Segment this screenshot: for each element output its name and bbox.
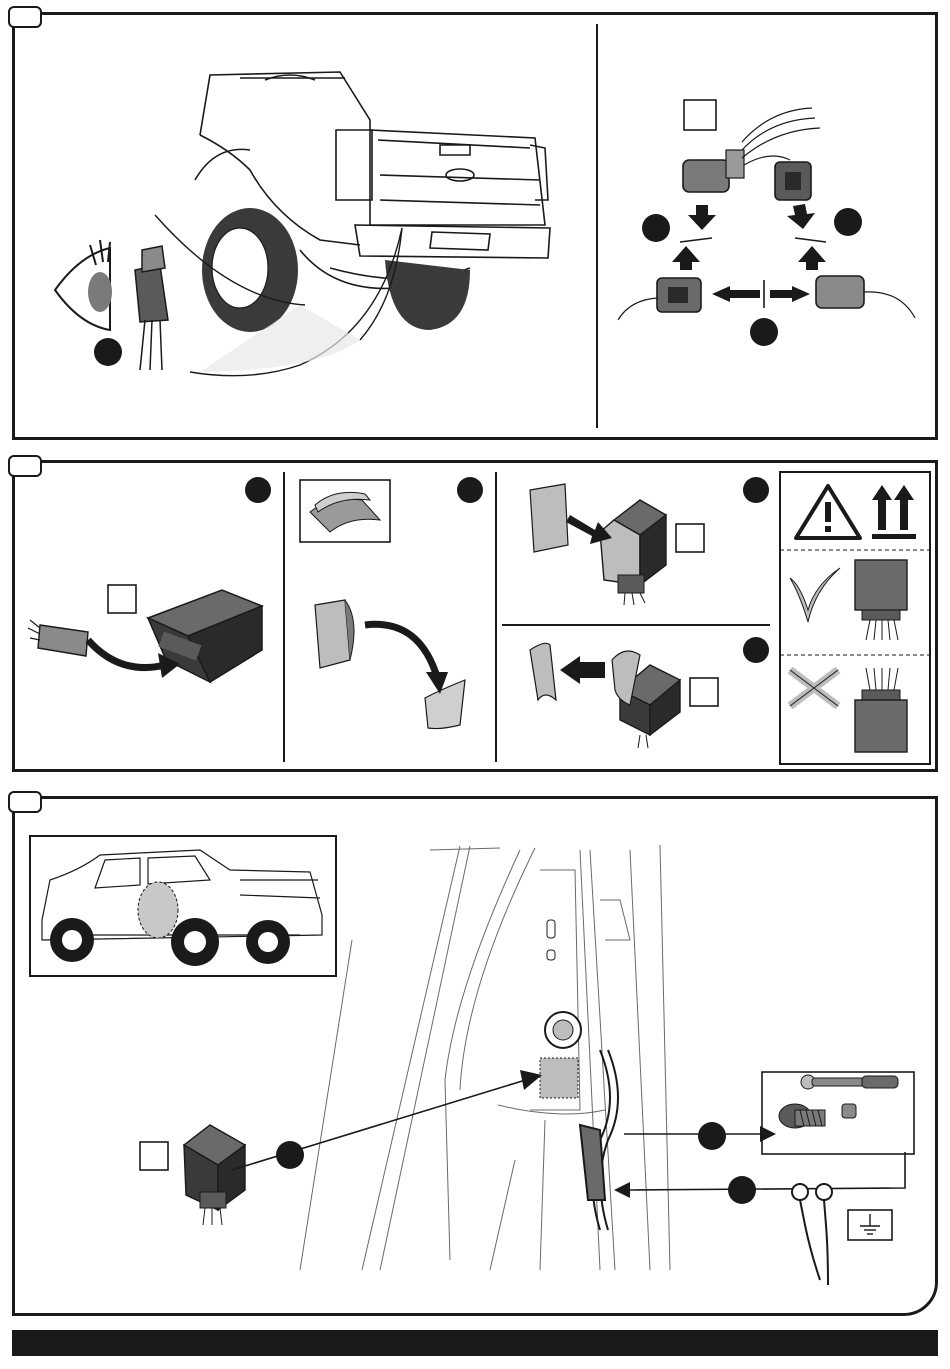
footer-bar	[12, 1330, 938, 1356]
section-2-panel	[12, 460, 938, 772]
section-2-tab	[8, 455, 42, 477]
section-1-panel	[12, 12, 938, 440]
section-1-tab	[8, 6, 42, 28]
section-3-tab	[8, 791, 42, 813]
section-3-panel	[12, 796, 938, 1316]
